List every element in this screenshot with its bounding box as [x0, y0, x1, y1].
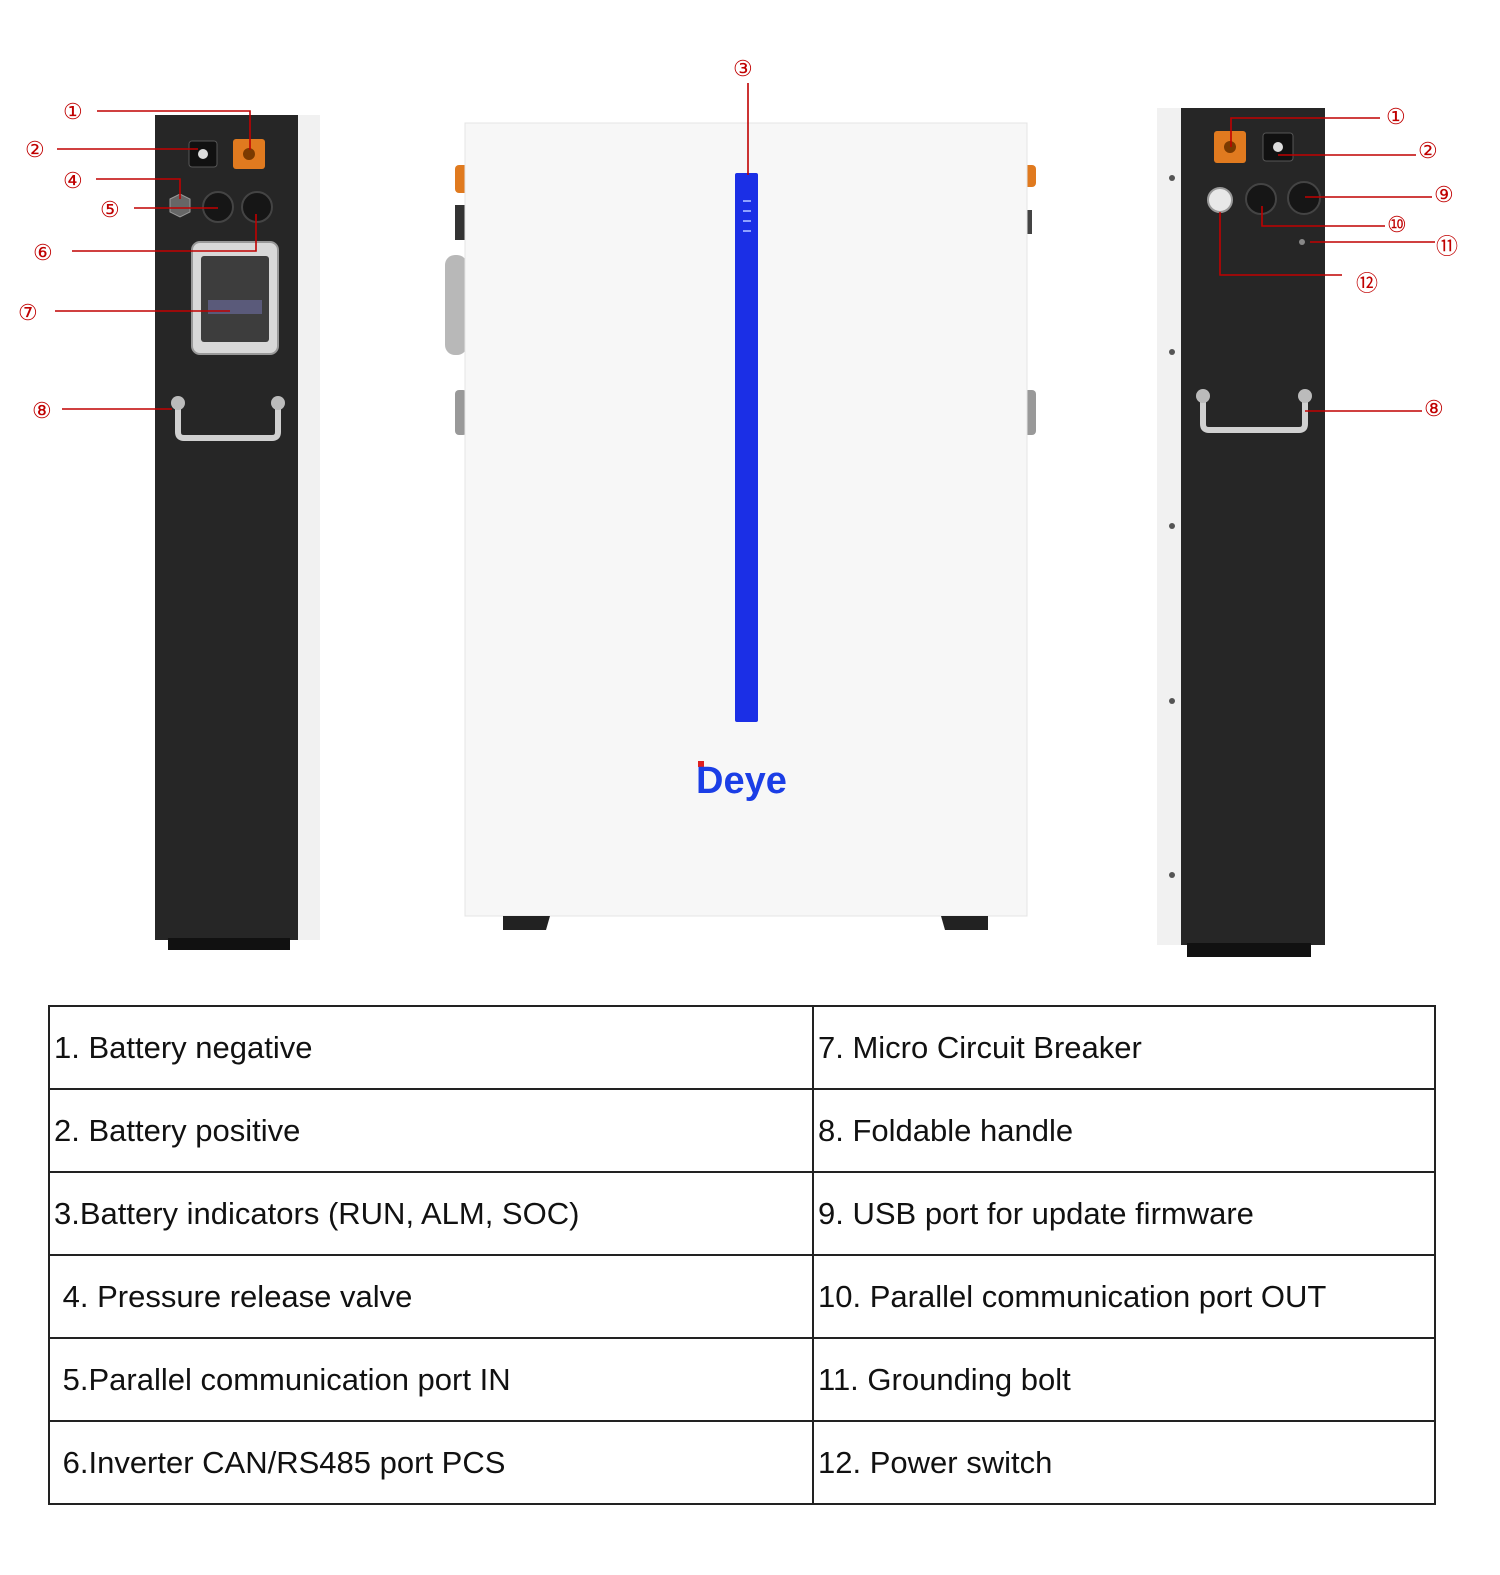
battery-diagram: ① ② ④ ⑤ ⑥ ⑦ ⑧ Deye ③: [18, 56, 1458, 957]
right-side-view: ① ② ⑨ ⑩ ⑪ ⑫ ⑧: [1157, 104, 1458, 957]
right-callout-8: ⑧: [1424, 396, 1444, 421]
right-side-panel: [1181, 108, 1325, 945]
legend-item-8: 8. Foldable handle: [812, 1088, 1436, 1173]
legend-item-12: 12. Power switch: [812, 1420, 1436, 1505]
front-right-foot: [941, 916, 988, 930]
parallel-port-in-icon: [202, 191, 234, 223]
component-legend-table: 1. Battery negative 7. Micro Circuit Bre…: [48, 1005, 1436, 1505]
legend-item-5: 5.Parallel communication port IN: [48, 1337, 814, 1422]
left-callout-1: ①: [63, 99, 83, 124]
right-callout-1: ①: [1386, 104, 1406, 129]
left-callout-7: ⑦: [18, 300, 38, 325]
usb-port-icon: [1287, 181, 1321, 215]
left-callout-8: ⑧: [32, 398, 52, 423]
right-callout-2: ②: [1418, 138, 1438, 163]
right-callout-9: ⑨: [1434, 182, 1454, 207]
left-callout-4: ④: [63, 168, 83, 193]
inverter-can-port-icon: [241, 191, 273, 223]
brand-logo: Deye: [696, 760, 787, 802]
front-view: Deye ③: [445, 56, 1036, 930]
legend-item-10: 10. Parallel communication port OUT: [812, 1254, 1436, 1339]
left-callout-5: ⑤: [100, 197, 120, 222]
battery-indicator-bar: [735, 173, 758, 722]
legend-item-1: 1. Battery negative: [48, 1005, 814, 1090]
left-callout-2: ②: [25, 137, 45, 162]
left-side-view: ① ② ④ ⑤ ⑥ ⑦ ⑧: [18, 99, 320, 950]
legend-row: 4. Pressure release valve 10. Parallel c…: [48, 1254, 1436, 1339]
legend-item-11: 11. Grounding bolt: [812, 1337, 1436, 1422]
legend-item-7: 7. Micro Circuit Breaker: [812, 1005, 1436, 1090]
left-handle-icon: [175, 403, 281, 441]
right-side-foot: [1187, 943, 1311, 957]
front-callout-3: ③: [733, 56, 753, 81]
legend-row: 2. Battery positive 8. Foldable handle: [48, 1088, 1436, 1173]
power-switch-icon: [1207, 187, 1233, 213]
right-callout-10: ⑩: [1387, 212, 1407, 237]
logo-mark-icon: [698, 761, 704, 767]
legend-item-6: 6.Inverter CAN/RS485 port PCS: [48, 1420, 814, 1505]
left-side-highlight: [296, 115, 320, 940]
left-callout-6: ⑥: [33, 240, 53, 265]
left-side-foot: [168, 938, 290, 950]
legend-row: 6.Inverter CAN/RS485 port PCS 12. Power …: [48, 1420, 1436, 1505]
grounding-bolt-icon: [1299, 239, 1305, 245]
parallel-port-out-icon: [1245, 183, 1277, 215]
front-left-foot: [503, 916, 550, 930]
right-callout-11: ⑪: [1436, 234, 1458, 259]
legend-item-9: 9. USB port for update firmware: [812, 1171, 1436, 1256]
right-handle-icon: [1200, 396, 1308, 433]
left-side-panel: [155, 115, 298, 940]
legend-item-3: 3.Battery indicators (RUN, ALM, SOC): [48, 1171, 814, 1256]
legend-row: 3.Battery indicators (RUN, ALM, SOC) 9. …: [48, 1171, 1436, 1256]
legend-item-2: 2. Battery positive: [48, 1088, 814, 1173]
legend-row: 5.Parallel communication port IN 11. Gro…: [48, 1337, 1436, 1422]
right-callout-12: ⑫: [1356, 271, 1378, 296]
legend-row: 1. Battery negative 7. Micro Circuit Bre…: [48, 1005, 1436, 1090]
legend-item-4: 4. Pressure release valve: [48, 1254, 814, 1339]
